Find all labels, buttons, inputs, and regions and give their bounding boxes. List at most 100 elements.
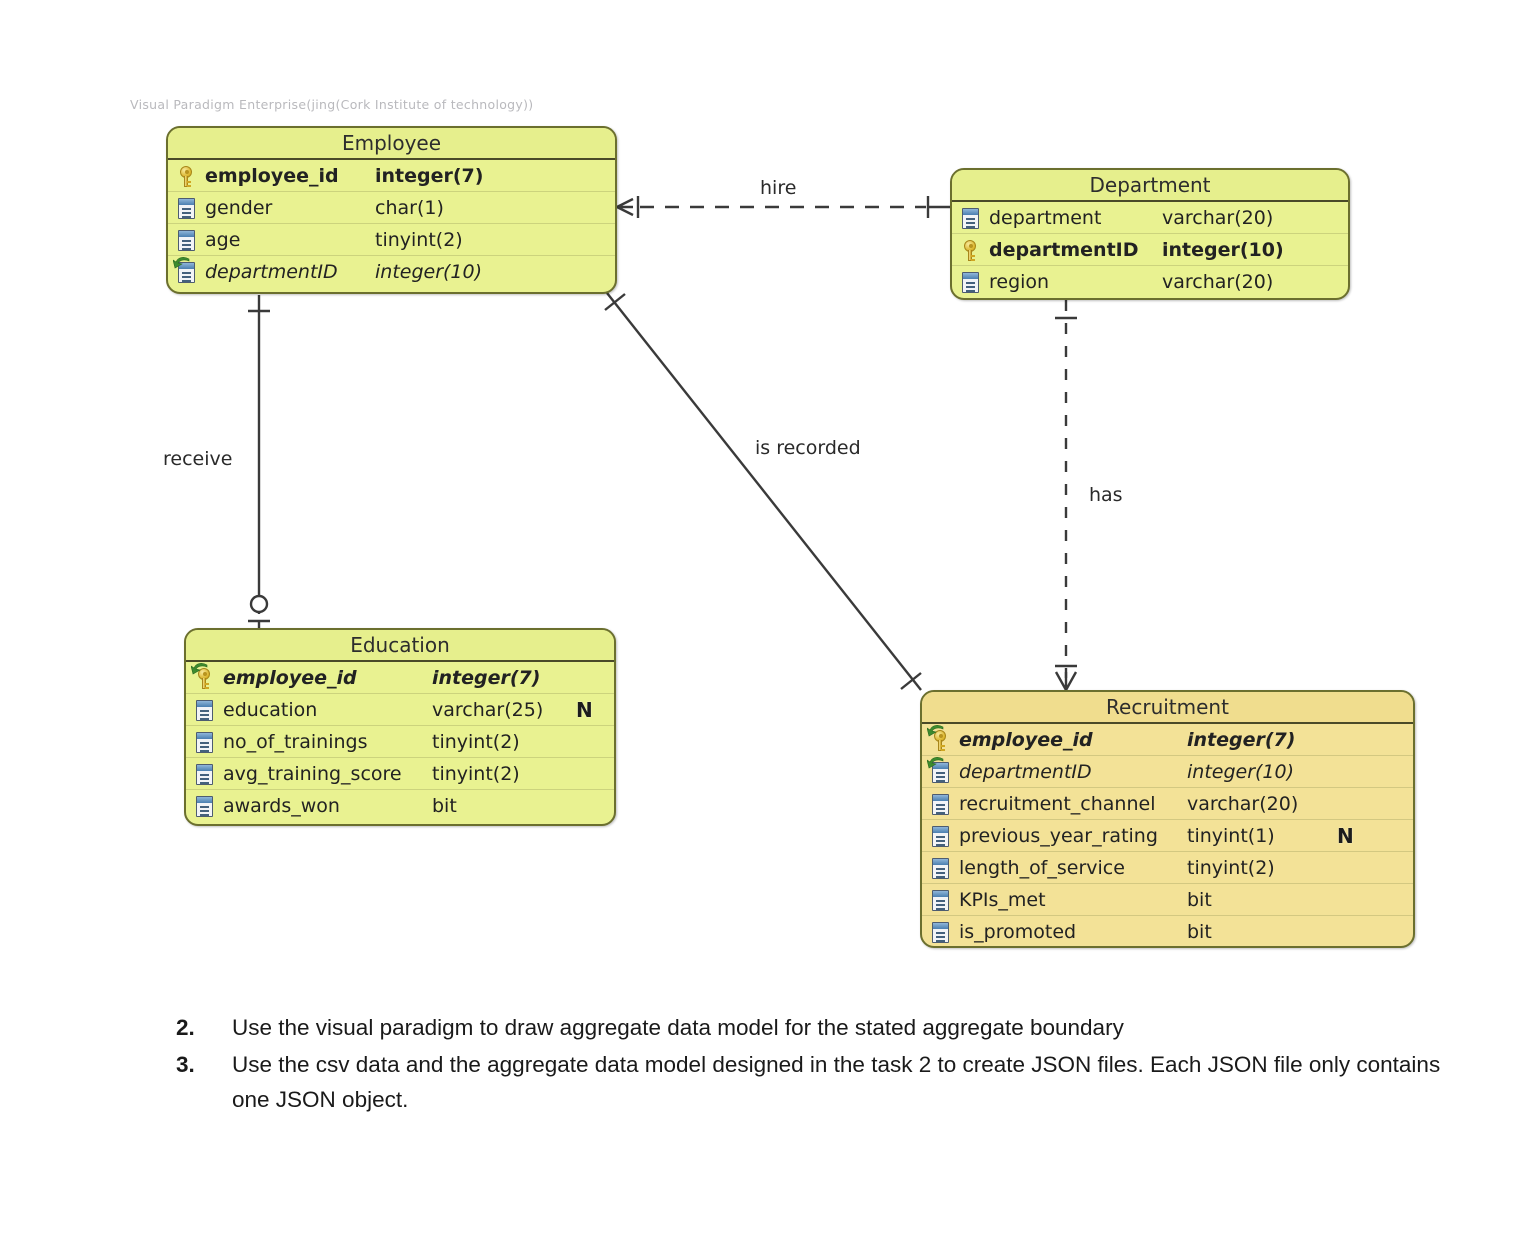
attribute-row[interactable]: education varchar(25) N xyxy=(186,694,614,726)
attribute-type: varchar(25) xyxy=(432,698,544,721)
attribute-type: integer(10) xyxy=(1162,238,1284,261)
entity-employee-attributes: employee_id integer(7) gender char(1) ag… xyxy=(168,160,615,287)
is-recorded-line xyxy=(606,292,922,691)
attribute-type: varchar(20) xyxy=(1162,270,1274,293)
attribute-row[interactable]: awards_won bit xyxy=(186,790,614,821)
primary-key-icon xyxy=(960,238,982,262)
attribute-type: char(1) xyxy=(375,196,444,219)
attribute-type: integer(10) xyxy=(1187,760,1295,783)
attribute-name: length_of_service xyxy=(959,856,1125,879)
attribute-type: varchar(20) xyxy=(1162,206,1274,229)
fk-arrow-glyph xyxy=(927,756,944,768)
fk-arrow-glyph xyxy=(173,256,190,268)
column-icon xyxy=(194,762,216,786)
attribute-row[interactable]: departmentID integer(10) xyxy=(922,756,1413,788)
attribute-type: integer(7) xyxy=(1187,728,1296,751)
attribute-row[interactable]: recruitment_channel varchar(20) xyxy=(922,788,1413,820)
attribute-row[interactable]: is_promoted bit xyxy=(922,916,1413,946)
primary-key-icon xyxy=(176,164,198,188)
attribute-type: tinyint(1) xyxy=(1187,824,1275,847)
column-icon xyxy=(930,824,952,848)
attribute-type: bit xyxy=(432,794,457,817)
attribute-row[interactable]: departmentID integer(10) xyxy=(168,256,615,287)
is-recorded-bar-recruitment xyxy=(900,672,922,690)
attribute-name: is_promoted xyxy=(959,920,1077,943)
attribute-name: awards_won xyxy=(223,794,340,817)
entity-education-title: Education xyxy=(186,630,614,662)
receive-optional-circle-education xyxy=(249,594,269,614)
attribute-name: recruitment_channel xyxy=(959,792,1156,815)
attribute-name: age xyxy=(205,228,241,251)
attribute-row[interactable]: previous_year_rating tinyint(1) N xyxy=(922,820,1413,852)
attribute-type: tinyint(2) xyxy=(432,730,520,753)
column-icon xyxy=(194,698,216,722)
attribute-row[interactable]: employee_id integer(7) xyxy=(186,662,614,694)
attribute-name: region xyxy=(989,270,1050,293)
attribute-name: avg_training_score xyxy=(223,762,402,785)
primary-foreign-key-icon xyxy=(927,724,952,752)
foreign-key-icon xyxy=(173,256,198,284)
column-icon xyxy=(176,228,198,252)
entity-education-attributes: employee_id integer(7) education varchar… xyxy=(186,662,614,821)
attribute-name: departmentID xyxy=(989,238,1139,261)
task-text: Use the csv data and the aggregate data … xyxy=(232,1052,1441,1112)
attribute-name: departmentID xyxy=(205,260,338,283)
relationship-label-has: has xyxy=(1086,484,1126,506)
attribute-name: departmentID xyxy=(959,760,1092,783)
column-icon xyxy=(930,888,952,912)
has-crowsfoot-recruitment xyxy=(1054,671,1078,691)
attribute-row[interactable]: department varchar(20) xyxy=(952,202,1348,234)
column-icon xyxy=(194,794,216,818)
attribute-name: gender xyxy=(205,196,273,219)
foreign-key-icon xyxy=(927,756,952,784)
attribute-row[interactable]: departmentID integer(10) xyxy=(952,234,1348,266)
relationship-is-recorded xyxy=(604,292,922,691)
column-icon xyxy=(194,730,216,754)
attribute-row[interactable]: gender char(1) xyxy=(168,192,615,224)
entity-recruitment-attributes: employee_id integer(7) departmentID inte… xyxy=(922,724,1413,946)
attribute-row[interactable]: avg_training_score tinyint(2) xyxy=(186,758,614,790)
attribute-name: department xyxy=(989,206,1102,229)
attribute-name: employee_id xyxy=(205,164,339,187)
attribute-type: bit xyxy=(1187,920,1212,943)
attribute-name: previous_year_rating xyxy=(959,824,1158,847)
relationship-label-hire: hire xyxy=(757,177,800,199)
attribute-row[interactable]: employee_id integer(7) xyxy=(922,724,1413,756)
column-icon xyxy=(960,206,982,230)
attribute-name: employee_id xyxy=(959,728,1093,751)
attribute-name: no_of_trainings xyxy=(223,730,368,753)
column-icon xyxy=(930,792,952,816)
attribute-name: employee_id xyxy=(223,666,357,689)
attribute-type: integer(10) xyxy=(375,260,483,283)
nullable-marker: N xyxy=(576,697,593,722)
attribute-type: tinyint(2) xyxy=(432,762,520,785)
column-icon xyxy=(176,196,198,220)
attribute-row[interactable]: age tinyint(2) xyxy=(168,224,615,256)
attribute-name: education xyxy=(223,698,318,721)
visual-paradigm-watermark: Visual Paradigm Enterprise(jing(Cork Ins… xyxy=(130,97,534,112)
attribute-type: tinyint(2) xyxy=(1187,856,1275,879)
entity-education[interactable]: Education employee_id integer(7) educati… xyxy=(184,628,616,826)
task-item: 2. Use the visual paradigm to draw aggre… xyxy=(176,1010,1446,1045)
attribute-type: varchar(20) xyxy=(1187,792,1299,815)
task-text: Use the visual paradigm to draw aggregat… xyxy=(232,1015,1124,1040)
attribute-row[interactable]: KPIs_met bit xyxy=(922,884,1413,916)
attribute-type: bit xyxy=(1187,888,1212,911)
column-icon xyxy=(930,856,952,880)
entity-department[interactable]: Department department varchar(20) depart… xyxy=(950,168,1350,300)
relationship-has xyxy=(1054,300,1078,691)
attribute-type: integer(7) xyxy=(375,164,484,187)
relationship-label-receive: receive xyxy=(160,448,236,470)
attribute-row[interactable]: region varchar(20) xyxy=(952,266,1348,297)
entity-department-attributes: department varchar(20) departmentID inte… xyxy=(952,202,1348,297)
relationship-label-is-recorded: is recorded xyxy=(752,437,864,459)
nullable-marker: N xyxy=(1337,823,1354,848)
entity-employee[interactable]: Employee employee_id integer(7) gender c… xyxy=(166,126,617,294)
task-list: 2. Use the visual paradigm to draw aggre… xyxy=(176,1010,1446,1119)
relationship-hire xyxy=(616,196,950,218)
entity-recruitment[interactable]: Recruitment employee_id integer(7) depar… xyxy=(920,690,1415,948)
attribute-row[interactable]: length_of_service tinyint(2) xyxy=(922,852,1413,884)
entity-employee-title: Employee xyxy=(168,128,615,160)
attribute-row[interactable]: no_of_trainings tinyint(2) xyxy=(186,726,614,758)
attribute-row[interactable]: employee_id integer(7) xyxy=(168,160,615,192)
